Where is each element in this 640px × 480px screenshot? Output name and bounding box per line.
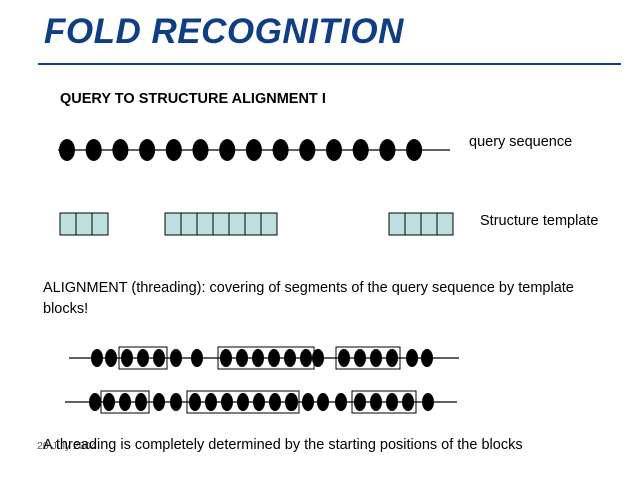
thread-residue [119,393,131,411]
template-block-2-cell [212,212,230,236]
thread-residue [317,393,329,411]
thread-residue [284,349,296,367]
thread-residue [205,393,217,411]
query-residue [379,139,396,161]
title-underline [38,63,621,65]
query-sequence-row [58,139,450,161]
query-residue [352,139,369,161]
query-residue [245,139,262,161]
thread-residue [386,393,398,411]
thread-block-3-box [335,346,401,370]
thread-residue [406,349,418,367]
thread-residue [237,393,249,411]
structure-template-label: Structure template [480,213,599,229]
thread-residue [137,349,149,367]
thread-residue [103,393,115,411]
thread-residue [191,349,203,367]
thread-residue [221,393,233,411]
template-block-2-cell [244,212,262,236]
thread-residue [153,349,165,367]
thread-residue [189,393,201,411]
thread-residue [170,349,182,367]
query-residue [192,139,209,161]
template-block-2-cell [196,212,214,236]
thread-residue [386,349,398,367]
section-subtitle: QUERY TO STRUCTURE ALIGNMENT I [60,91,326,107]
template-block-1-cell [75,212,93,236]
thread-residue [354,393,366,411]
thread-residue [91,349,103,367]
template-block-3-cell [436,212,454,236]
query-residue [59,139,75,161]
thread-residue [354,349,366,367]
query-residue [326,139,342,161]
thread-residue [236,349,248,367]
thread-residue [300,349,312,367]
thread-residue [302,393,314,411]
template-block-1-cell [91,212,109,236]
threading-example-1 [69,346,459,370]
thread-residue [269,393,281,411]
query-residue [219,139,236,161]
structure-template-row [59,212,454,236]
thread-block-3-box [351,390,417,414]
slide-title: FOLD RECOGNITION [44,12,404,51]
thread-residue [105,349,117,367]
template-block-2-cell [228,212,246,236]
thread-residue [370,393,382,411]
thread-residue [422,393,434,411]
thread-block-1-box [118,346,168,370]
query-residue [139,139,156,161]
thread-residue [253,393,265,411]
thread-residue [170,393,182,411]
thread-residue [421,349,433,367]
thread-residue [312,349,324,367]
template-block-3-cell [420,212,438,236]
thread-residue [135,393,147,411]
template-block-2-cell [164,212,182,236]
template-block-1-cell [59,212,77,236]
query-residue [165,139,182,161]
query-residue [85,139,102,161]
thread-residue [220,349,232,367]
query-residue [272,139,289,161]
query-sequence-label: query sequence [469,134,573,150]
thread-residue [370,349,382,367]
thread-residue [268,349,280,367]
threading-example-2 [65,390,457,414]
query-residue [299,139,316,161]
thread-residue [89,393,101,411]
template-block-3-cell [388,212,406,236]
thread-block-1-box [100,390,150,414]
footer-date: 20 July 2004 [37,440,97,452]
thread-residue [402,393,414,411]
query-residue [112,139,129,161]
threading-note: A threading is completely determined by … [43,437,523,453]
alignment-definition: ALIGNMENT (threading): covering of segme… [43,280,574,317]
thread-block-2-box [186,390,300,414]
thread-residue [121,349,133,367]
template-block-3-cell [404,212,422,236]
thread-residue [335,393,347,411]
template-block-2-cell [180,212,198,236]
thread-residue [252,349,264,367]
query-residue [406,139,423,161]
template-block-2-cell [260,212,278,236]
thread-residue [338,349,350,367]
thread-residue [286,393,298,411]
thread-residue [153,393,165,411]
